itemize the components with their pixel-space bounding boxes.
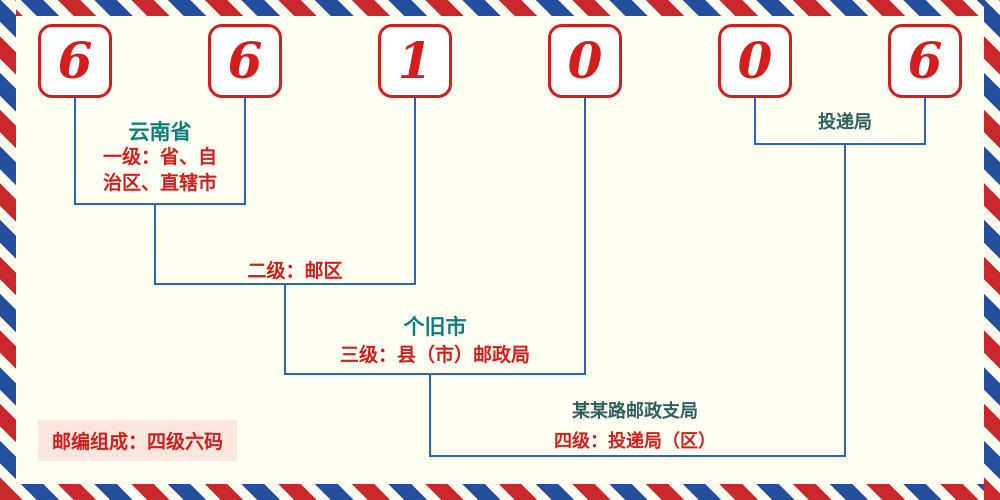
- bracket-level2-drop-line: [154, 205, 156, 285]
- bracket-level3-bottom-line: [284, 373, 586, 375]
- digit5-connector-line: [754, 98, 756, 145]
- postal-digit-box-1: 6: [38, 24, 112, 98]
- envelope-border-top: [0, 0, 1000, 16]
- postal-digit-box-2: 6: [208, 24, 282, 98]
- postal-digit-4: 0: [567, 31, 603, 90]
- postal-digit-box-4: 0: [548, 24, 622, 98]
- postal-digit-box-3: 1: [378, 24, 452, 98]
- digit3-connector-line: [414, 98, 416, 285]
- bracket-level2-bottom-line: [154, 283, 416, 285]
- bracket-level3-drop-line: [284, 285, 286, 375]
- level2-description: 二级：邮区: [247, 260, 343, 282]
- postal-digit-box-6: 6: [888, 24, 962, 98]
- bracket-level4-bottom-line: [429, 455, 846, 457]
- branch-office-label: 某某路邮政支局: [572, 401, 698, 422]
- digit6-connector-line: [924, 98, 926, 145]
- delivery-office-label: 投递局: [818, 112, 872, 133]
- level4-description: 四级：投递局（区）: [554, 431, 716, 452]
- bracket-delivery-bottom-line: [754, 143, 926, 145]
- envelope-border-right: [984, 0, 1000, 500]
- postal-digit-1: 6: [57, 31, 93, 90]
- province-label: 云南省: [128, 120, 192, 144]
- postal-digit-3: 1: [397, 31, 433, 90]
- postal-digit-5: 0: [737, 31, 773, 90]
- digit4-connector-line: [584, 98, 586, 375]
- delivery-connector-line: [844, 145, 846, 457]
- envelope-border-left: [0, 0, 16, 500]
- bracket-level1-bottom-line: [74, 203, 246, 205]
- level3-description: 三级：县（市）邮政局: [339, 344, 530, 366]
- bracket-level4-drop-line: [429, 375, 431, 457]
- postal-digit-2: 6: [227, 31, 263, 90]
- postal-digit-box-5: 0: [718, 24, 792, 98]
- city-label: 个旧市: [403, 315, 467, 339]
- postal-code-composition-note: 邮编组成：四级六码: [38, 420, 238, 461]
- postal-digit-6: 6: [907, 31, 943, 90]
- bracket-level1-right-line: [244, 98, 246, 205]
- level1-description: 一级：省、自 治区、直辖市: [102, 146, 217, 194]
- bracket-level1-left-line: [74, 98, 76, 205]
- envelope-border-bottom: [0, 484, 1000, 500]
